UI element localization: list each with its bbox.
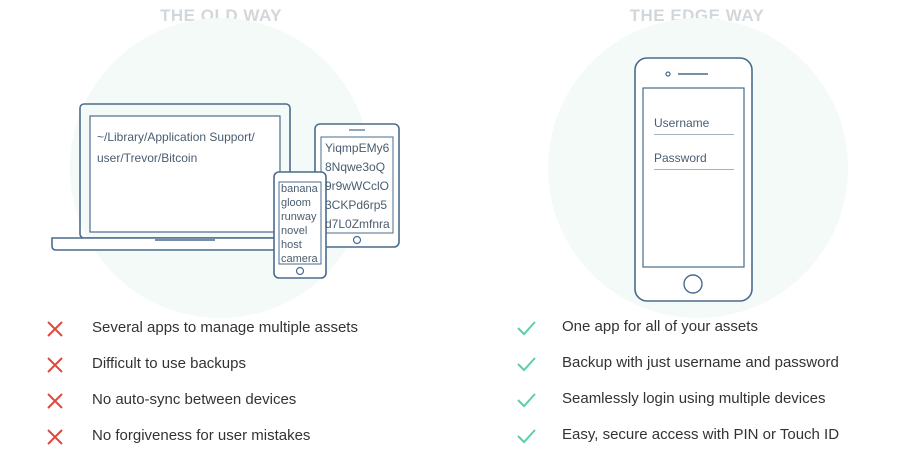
old-feature-item: No forgiveness for user mistakes	[92, 427, 311, 444]
tablet-icon	[314, 123, 400, 248]
check-icon	[517, 393, 536, 408]
seed-word: novel	[281, 225, 308, 237]
edge-feature-item: Seamlessly login using multiple devices	[562, 390, 826, 407]
seed-word: host	[281, 239, 302, 251]
phone-icon	[634, 57, 753, 302]
seed-word: banana	[281, 183, 318, 195]
old-feature-item: No auto-sync between devices	[92, 391, 297, 408]
tablet-key-5: d7L0Zmfnra	[325, 217, 390, 231]
password-label: Password	[654, 151, 707, 165]
check-icon	[517, 429, 536, 444]
x-icon	[47, 357, 63, 373]
tablet-key-3: 9r9wWCclO	[325, 179, 390, 193]
laptop-icon	[51, 103, 319, 251]
seed-word: camera	[281, 253, 318, 263]
edge-way-title: THE EDGE WAY	[629, 6, 765, 25]
check-icon	[517, 321, 536, 336]
seed-word-list: banana gloom runway novel host camera	[280, 183, 320, 263]
laptop-path-line-2: user/Trevor/Bitcoin	[97, 151, 198, 165]
tablet-key-2: 8Nqwe3oQ	[325, 160, 386, 174]
edge-feature-item: One app for all of your assets	[562, 318, 758, 335]
seed-word: gloom	[281, 197, 311, 209]
old-feature-item: Difficult to use backups	[92, 355, 246, 372]
edge-feature-item: Easy, secure access with PIN or Touch ID	[562, 426, 840, 443]
laptop-path-line-1: ~/Library/Application Support/	[97, 130, 255, 144]
seed-word: runway	[281, 211, 317, 223]
password-underline	[654, 169, 734, 170]
x-icon	[47, 321, 63, 337]
check-icon	[517, 357, 536, 372]
x-icon	[47, 429, 63, 445]
old-feature-item: Several apps to manage multiple assets	[92, 319, 358, 336]
username-label: Username	[654, 116, 710, 130]
tablet-key-1: YiqmpEMy6	[325, 141, 390, 155]
x-icon	[47, 393, 63, 409]
tablet-key-4: 3CKPd6rp5	[325, 198, 388, 212]
edge-feature-item: Backup with just username and password	[562, 354, 839, 371]
username-underline	[654, 134, 734, 135]
